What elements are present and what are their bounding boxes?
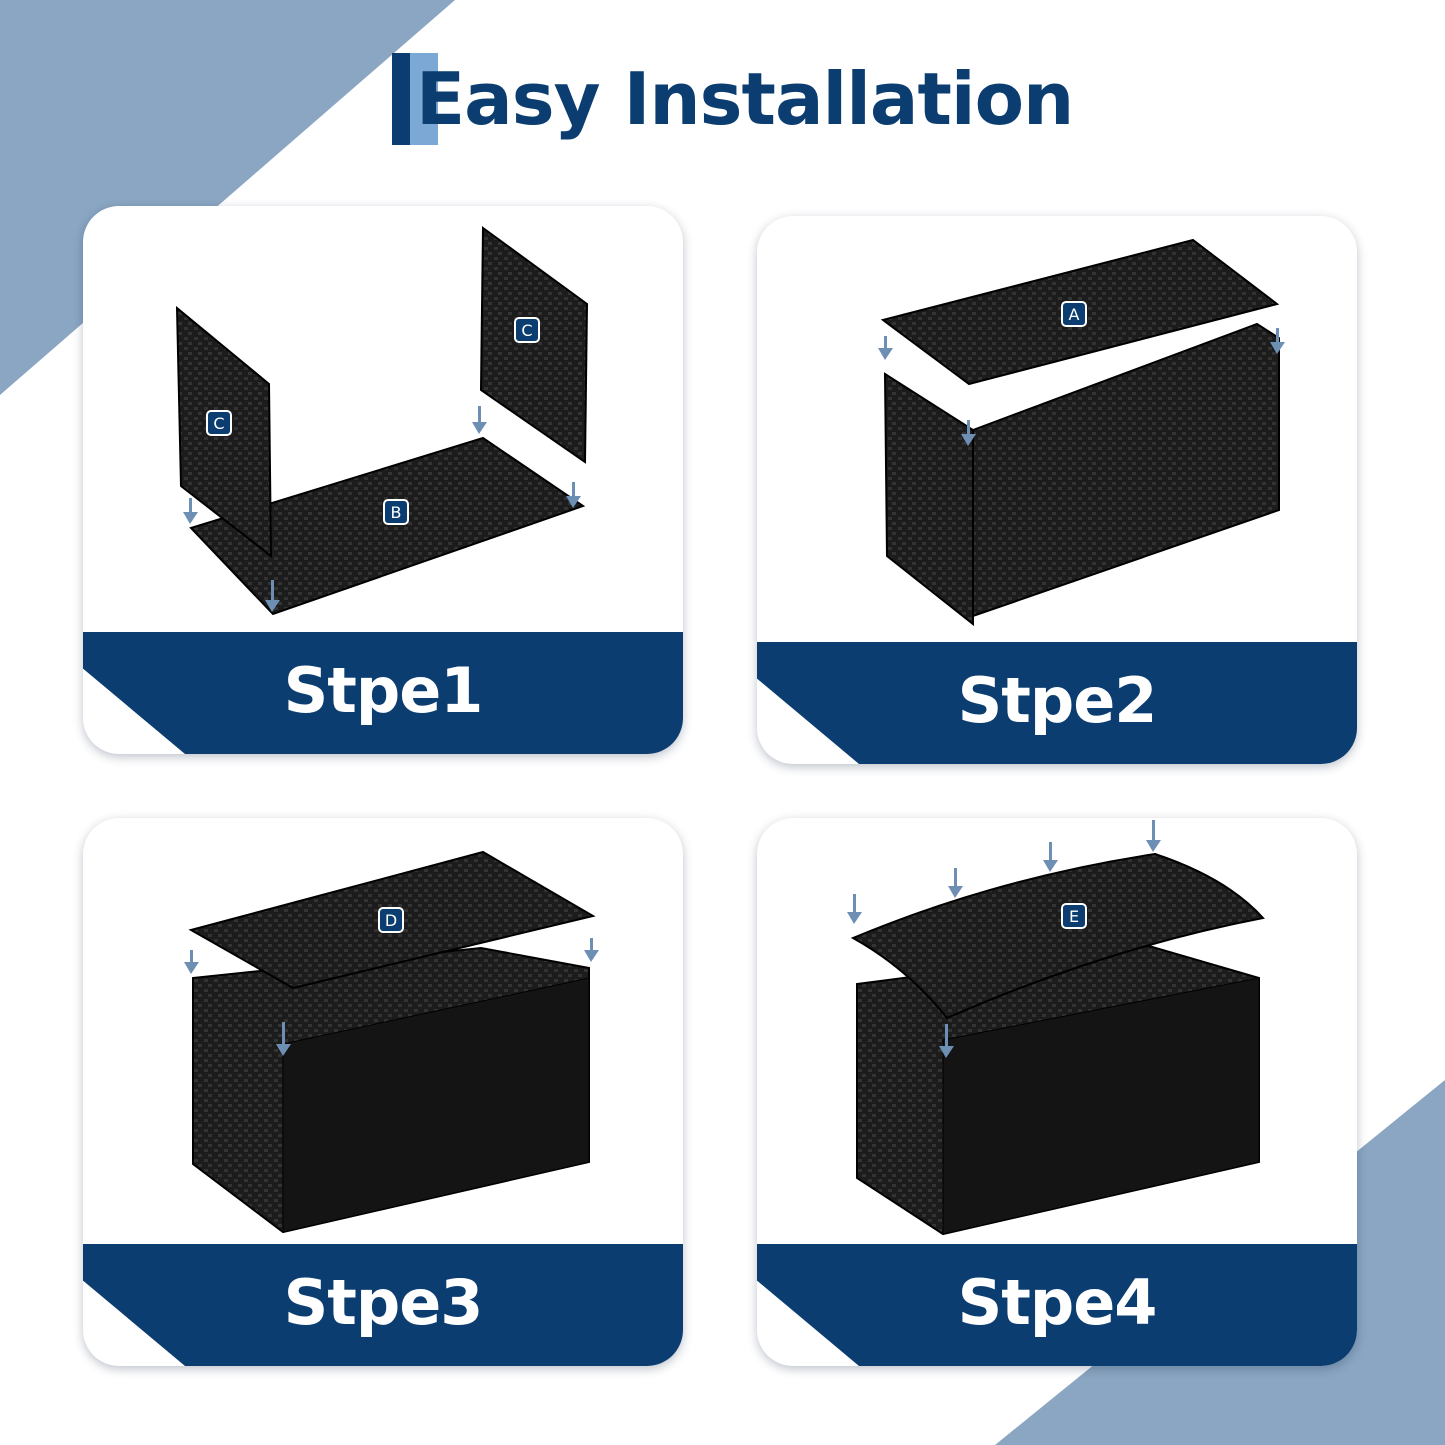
svg-text:C: C [521,321,532,340]
step-label-4: Stpe4 [957,1266,1158,1339]
step-card-1: C C B Stpe1 [83,206,683,754]
arrow-icon [878,328,1285,446]
step-4-illustration: E [847,820,1265,1236]
step-1-illustration: C C B [175,226,589,616]
panel-b [189,436,586,616]
page-header: Easy Installation [392,52,1074,146]
svg-text:D: D [385,911,397,930]
title-accent-highlight [410,53,438,145]
title-accent-bar [392,53,410,145]
step-banner [757,1244,1357,1366]
step-2-illustration: A [878,238,1285,627]
step-3-illustration: D [184,850,599,1234]
panel-e [850,852,1265,1020]
part-badge: B [383,499,409,525]
step-banner [83,1244,683,1366]
step-card-2: A Stpe2 [757,216,1357,764]
part-badge: C [206,410,232,436]
arrow-icon [847,820,1161,1058]
part-badge: D [378,907,404,933]
step-label-3: Stpe3 [283,1266,484,1339]
step-label-1: Stpe1 [283,654,484,727]
svg-text:C: C [213,414,224,433]
arrow-icon [183,406,581,612]
svg-text:E: E [1069,907,1079,926]
arrow-icon [184,938,599,1056]
panel-side [883,372,974,627]
step-banner [757,642,1357,764]
step-banner [83,632,683,754]
page-title: Easy Installation [416,57,1074,141]
step-card-4: E Stpe4 [757,818,1357,1366]
step-label-2: Stpe2 [957,664,1158,737]
part-badge: E [1061,903,1087,929]
step-card-3: D Stpe3 [83,818,683,1366]
panel-c-right [479,226,589,464]
part-badge: A [1061,301,1087,327]
svg-text:B: B [391,503,402,522]
part-badge: C [514,317,540,343]
svg-text:A: A [1069,305,1080,324]
